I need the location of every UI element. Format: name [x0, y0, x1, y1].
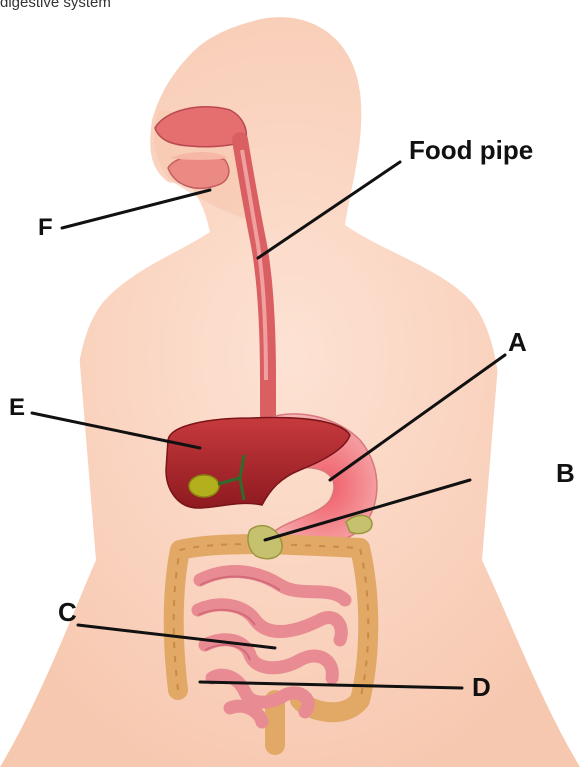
label-food-pipe: Food pipe — [409, 136, 533, 164]
label-a: A — [508, 328, 527, 356]
label-b: B — [556, 459, 575, 487]
label-f: F — [38, 214, 53, 242]
body-silhouette — [0, 17, 580, 767]
gallbladder — [189, 475, 219, 497]
label-d: D — [472, 673, 491, 701]
pointer-f — [62, 190, 210, 228]
label-c: C — [58, 598, 77, 626]
label-e: E — [9, 394, 25, 422]
pancreas-tail — [346, 515, 372, 533]
